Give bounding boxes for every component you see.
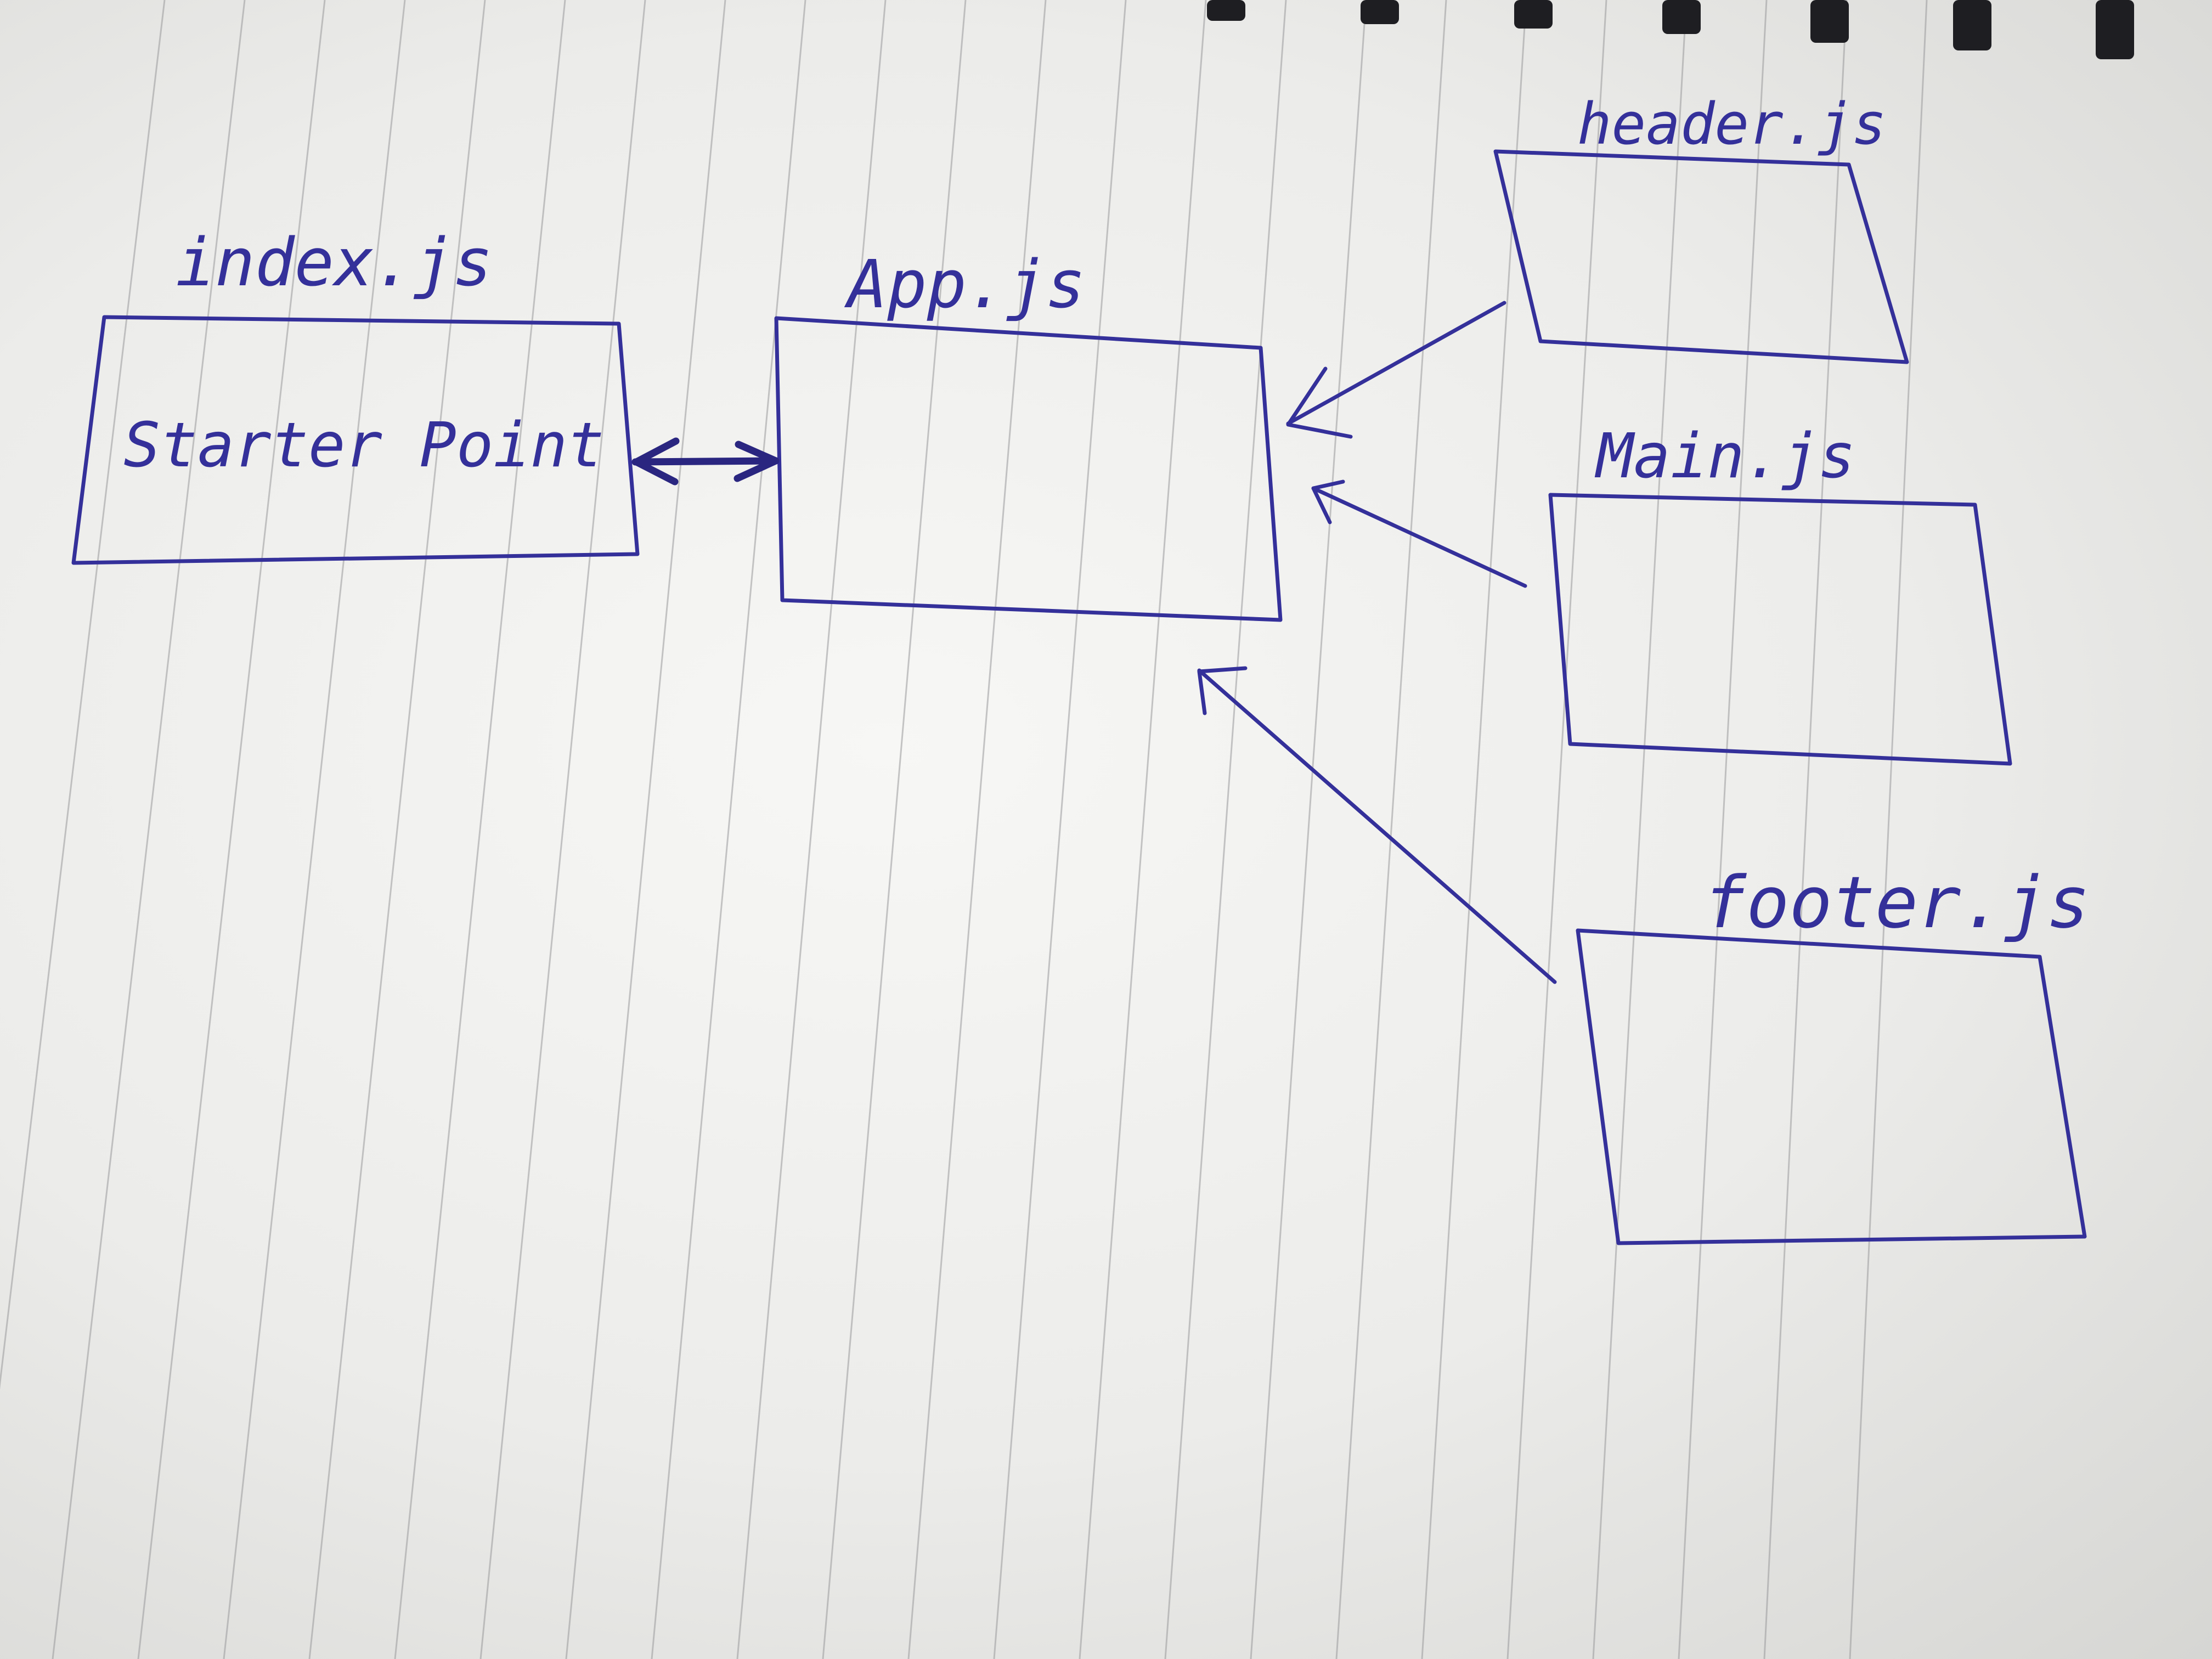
paper-rule-line <box>308 0 486 1659</box>
paper-rule-line <box>52 0 246 1659</box>
index-body: Starter Point <box>123 410 605 481</box>
paper-rule-line <box>223 0 406 1659</box>
app-box <box>774 316 1283 622</box>
paper-rule-line <box>736 0 887 1659</box>
paper-rule-line <box>1506 0 1607 1659</box>
paper-rule-line <box>907 0 1047 1659</box>
node-footer: footer.js <box>1576 861 2090 1245</box>
spiral-binding <box>1207 0 2134 59</box>
main-title: Main.js <box>1594 421 1855 492</box>
paper-rule-line <box>1763 0 1848 1659</box>
arrow-index-app <box>631 437 780 486</box>
paper-rule-line <box>1421 0 1527 1659</box>
paper-rule-line <box>565 0 726 1659</box>
footer-box <box>1576 928 2087 1245</box>
app-title: App.js <box>844 247 1085 323</box>
node-index: index.js Starter Point <box>71 225 640 565</box>
header-title: header.js <box>1577 91 1887 157</box>
paper-rule-line <box>0 0 166 1390</box>
arrow-header-app <box>1286 301 1506 439</box>
paper-rule-line <box>479 0 646 1659</box>
header-box <box>1493 149 1909 364</box>
arrow-footer-app <box>1197 666 1557 984</box>
footer-title: footer.js <box>1703 861 2090 944</box>
paper-rule-line <box>394 0 566 1659</box>
paper-rule-line <box>1335 0 1447 1659</box>
node-header: header.js <box>1493 91 1909 364</box>
paper-rule-line <box>1250 0 1367 1659</box>
arrow-main-app <box>1311 479 1527 588</box>
paper-rule-line <box>1079 0 1207 1659</box>
paper-rule-line <box>822 0 967 1659</box>
paper-rule-line <box>1592 0 1688 1659</box>
index-box <box>71 315 640 565</box>
index-title: index.js <box>176 225 493 301</box>
paper-rule-line <box>137 0 326 1659</box>
paper-rule-line <box>1678 0 1768 1659</box>
paper-rule-line <box>993 0 1127 1659</box>
paper-rule-line <box>1164 0 1287 1659</box>
paper-rule-line <box>651 0 806 1659</box>
paper-rule-line <box>1849 0 1928 1659</box>
main-box <box>1548 493 2012 766</box>
node-main: Main.js <box>1548 421 2012 766</box>
node-app: App.js <box>774 247 1283 622</box>
